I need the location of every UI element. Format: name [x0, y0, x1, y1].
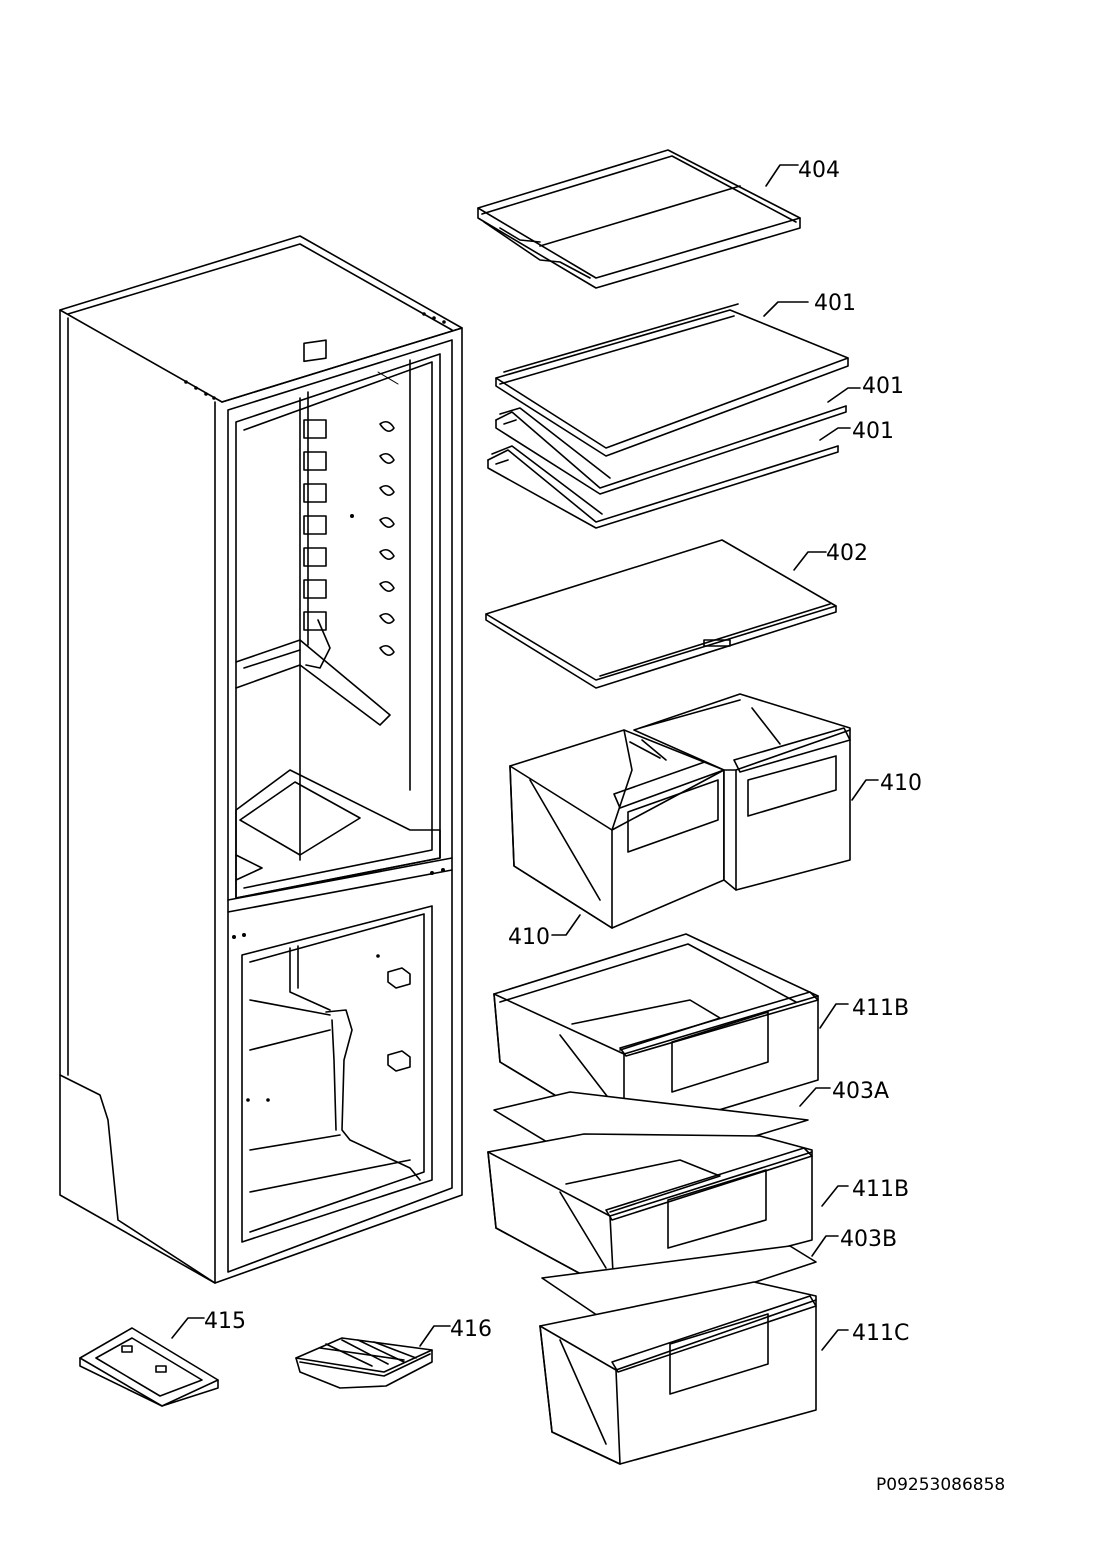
part-416-ice-tray [295, 1337, 433, 1389]
leader-404 [765, 164, 799, 187]
callout-401-c: 401 [852, 419, 894, 444]
leader-401-c [819, 427, 851, 441]
part-411B-drawer-top [493, 933, 819, 1139]
part-401-shelf-middle [495, 405, 847, 495]
leader-401-a [763, 301, 809, 317]
callout-410-b: 410 [508, 925, 550, 950]
part-404-shelf [477, 149, 801, 289]
callout-402: 402 [826, 541, 868, 566]
part-402-crisper-cover [485, 539, 837, 689]
part-410-drawer-right [633, 693, 851, 891]
document-id: P09253086858 [876, 1475, 1005, 1495]
part-411B-drawer-middle [487, 1133, 813, 1293]
callout-411C: 411C [852, 1321, 909, 1346]
callout-411B-top: 411B [852, 996, 909, 1021]
callout-403B: 403B [840, 1227, 897, 1252]
refrigerator-cabinet [59, 235, 463, 1284]
leader-411C [821, 1329, 849, 1351]
part-401-shelf-bottom [487, 445, 839, 529]
leader-403A [799, 1087, 831, 1107]
part-410-drawer-left [509, 729, 725, 929]
part-403B-glass [541, 1245, 817, 1329]
leader-410-b [551, 914, 581, 936]
callout-404: 404 [798, 158, 840, 183]
part-415-accessory [79, 1327, 219, 1407]
leader-410-a [851, 779, 879, 801]
callout-401-a: 401 [814, 291, 856, 316]
part-411C-drawer-bottom [539, 1281, 817, 1465]
callout-411B-mid: 411B [852, 1177, 909, 1202]
shelf-supports [303, 339, 399, 656]
leader-416 [419, 1325, 451, 1347]
callout-410-a: 410 [880, 771, 922, 796]
leader-403B [811, 1235, 839, 1257]
leader-402 [793, 551, 827, 571]
callout-403A: 403A [832, 1079, 889, 1104]
callout-415: 415 [204, 1309, 246, 1334]
leader-415 [171, 1317, 205, 1339]
leader-411B-top [819, 1003, 849, 1029]
callout-416: 416 [450, 1317, 492, 1342]
leader-411B-mid [821, 1185, 849, 1207]
part-401-shelf-top [495, 303, 849, 457]
callout-401-b: 401 [862, 374, 904, 399]
leader-401-b [827, 387, 861, 403]
